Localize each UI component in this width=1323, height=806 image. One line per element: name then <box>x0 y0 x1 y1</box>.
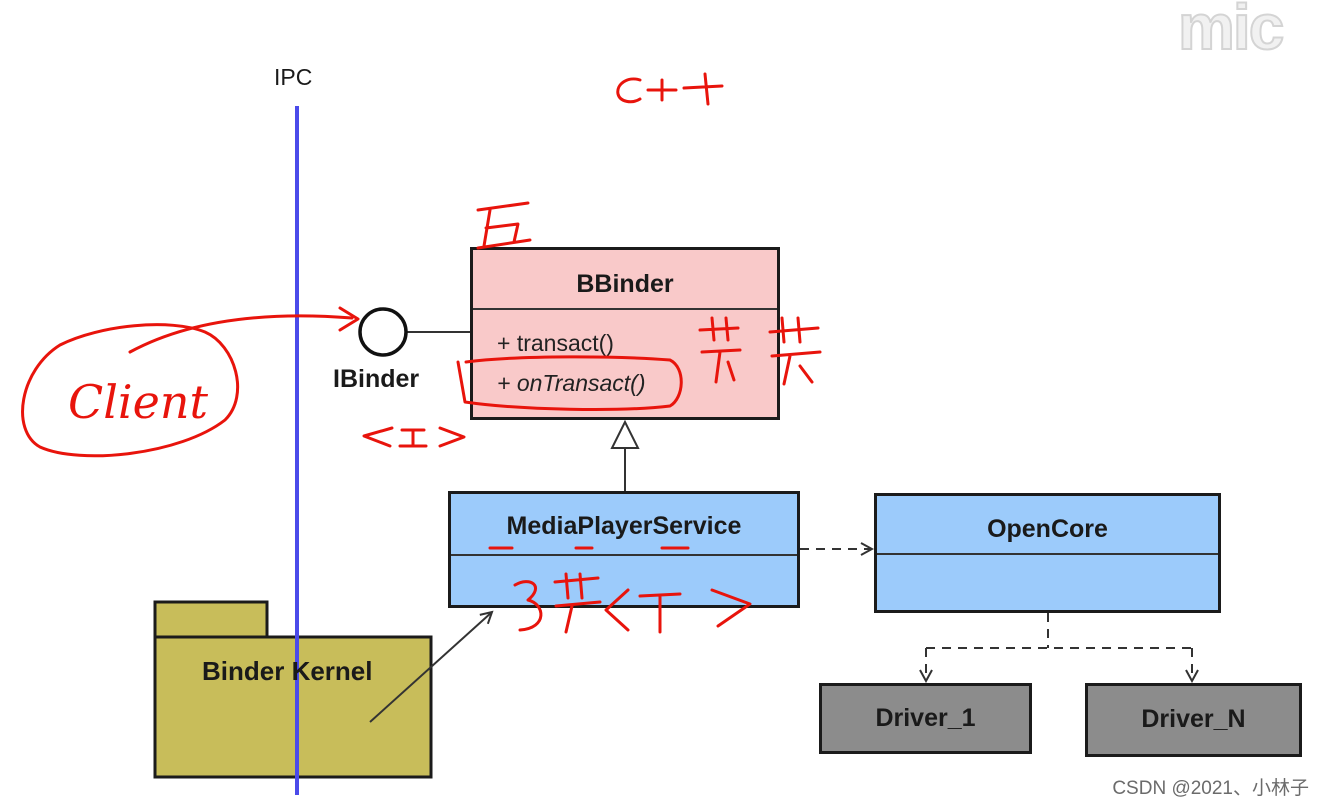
cpp-c <box>616 77 642 104</box>
driver-1-box: Driver_1 <box>819 683 1032 754</box>
bbinder-method-transact: + transact() <box>497 330 614 356</box>
client-arrow-line <box>128 314 354 354</box>
handwritten-annotations <box>21 72 822 634</box>
client-arrow-head <box>338 306 360 332</box>
opencore-title: OpenCore <box>987 515 1108 543</box>
annot-lt <box>362 426 394 448</box>
ontransact-highlight <box>456 355 683 411</box>
dependency-arrows-drivers <box>926 613 1192 681</box>
ibinder-label: IBinder <box>333 365 420 393</box>
client-annotation: Client <box>68 375 208 429</box>
cpp-plus-2 <box>682 72 724 106</box>
bbinder-method-ontransact: + onTransact() <box>497 370 646 396</box>
annot-glyph-bottom-1 <box>513 580 543 632</box>
binder-kernel-package <box>153 600 433 779</box>
annot-gt-2 <box>710 588 752 628</box>
logo: mic <box>1177 0 1285 64</box>
opencore-divider <box>877 553 1218 555</box>
watermark: CSDN @2021、小林子 <box>1112 778 1309 799</box>
opencore-class: OpenCore <box>874 493 1221 613</box>
annot-t <box>638 592 682 634</box>
inheritance-arrow <box>610 419 640 491</box>
cpp-plus-1 <box>646 78 678 102</box>
annot-i <box>398 428 428 448</box>
language-note: C++ <box>614 103 617 105</box>
annot-gt <box>438 426 466 448</box>
annot-lt-2 <box>604 588 630 632</box>
bbinder-title: BBinder <box>576 270 674 298</box>
binder-kernel-label: Binder Kernel <box>202 656 373 686</box>
driver-n-box: Driver_N <box>1085 683 1302 757</box>
driver-n-title: Driver_N <box>1141 705 1246 733</box>
ipc-label: IPC <box>274 64 313 90</box>
annot-glyph-bottom-2 <box>553 572 602 634</box>
annot-glyph-top <box>476 201 532 250</box>
annot-glyph-right-2 <box>768 316 822 386</box>
bbinder-divider <box>473 308 777 310</box>
kernel-association-arrow <box>369 612 492 723</box>
client-ellipse <box>21 323 240 458</box>
media-player-service-title: MediaPlayerService <box>506 512 742 540</box>
media-player-service-divider <box>451 554 797 556</box>
annot-glyph-right-1 <box>698 316 742 384</box>
driver-1-title: Driver_1 <box>875 704 976 732</box>
ibinder-interface-icon <box>358 307 408 357</box>
